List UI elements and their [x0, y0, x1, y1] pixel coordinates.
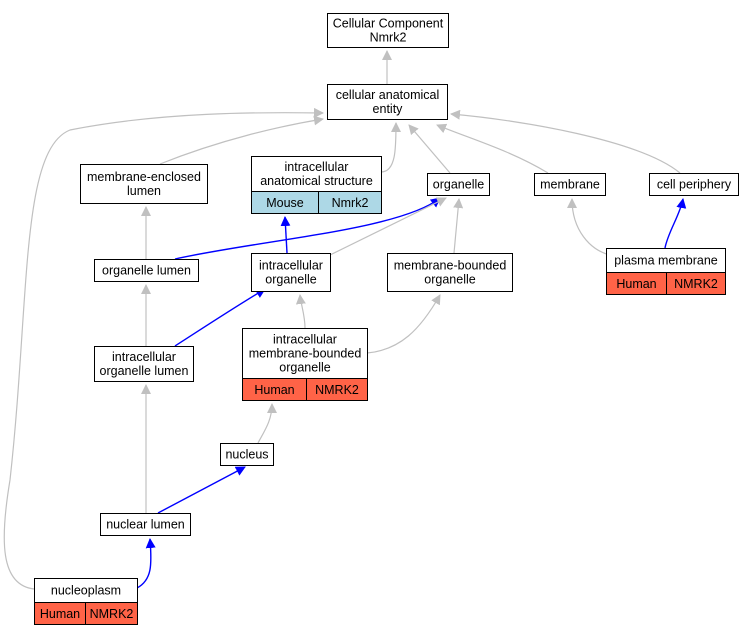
e-mem-cae: [436, 123, 549, 174]
node-label-line: Nmrk2: [370, 31, 407, 45]
node-label-line: anatomical structure: [260, 174, 373, 188]
gene-label: Nmrk2: [332, 196, 369, 210]
node-label-line: organelle lumen: [100, 364, 189, 378]
gene-cell: [85, 602, 138, 625]
node-box: [606, 248, 726, 273]
node-box: [94, 259, 199, 282]
e-nl-nuc: [157, 466, 246, 514]
node-box: [242, 328, 368, 379]
node-label-line: intracellular: [112, 350, 176, 364]
species-label: Human: [40, 607, 80, 621]
node-box: [387, 253, 513, 292]
e-iol-io: [174, 288, 266, 347]
node-imbo[interactable]: intracellularmembrane-boundedorganelleHu…: [242, 328, 368, 401]
node-box: [100, 513, 191, 536]
gene-cell: [666, 272, 726, 295]
e-pm-cp: [664, 198, 687, 249]
e-imbo-io: [295, 294, 306, 329]
node-box: [327, 13, 449, 48]
node-label-line: organelle: [279, 361, 330, 375]
node-label-line: cell periphery: [657, 178, 732, 192]
node-label-line: nucleus: [225, 448, 268, 462]
node-box: [220, 443, 274, 466]
e-cp-cae: [450, 109, 681, 174]
node-label-line: organelle: [424, 273, 475, 287]
e-nuc-imbo: [257, 403, 277, 444]
node-label-line: plasma membrane: [614, 254, 718, 268]
gene-cell: [318, 191, 382, 214]
e-np-cae: [3, 107, 324, 590]
e-org-cae: [408, 124, 451, 174]
e-io-org: [329, 197, 447, 256]
gene-label: NMRK2: [315, 383, 359, 397]
species-label: Human: [616, 277, 656, 291]
node-label-line: membrane-bounded: [394, 259, 507, 273]
e-olu-org: [174, 197, 441, 260]
node-label-line: lumen: [127, 184, 161, 198]
node-nuc[interactable]: nucleus: [220, 443, 274, 466]
node-label-line: organelle: [265, 273, 316, 287]
gene-label: NMRK2: [90, 607, 134, 621]
node-label-line: Cellular Component: [333, 17, 444, 31]
node-label-line: organelle lumen: [102, 264, 191, 278]
node-label-line: nuclear lumen: [106, 518, 185, 532]
e-io-ias: [280, 216, 291, 254]
e-ias-cae: [380, 122, 401, 173]
species-label: Mouse: [266, 196, 304, 210]
e-pm-mem: [567, 198, 611, 256]
node-mem[interactable]: membrane: [534, 173, 606, 196]
node-label-line: membrane-bounded: [249, 347, 362, 361]
node-label-line: membrane-enclosed: [87, 170, 201, 184]
e-imbo-mbo: [366, 294, 441, 354]
node-box: [80, 164, 208, 204]
node-label-line: nucleoplasm: [51, 584, 121, 598]
node-box: [251, 253, 331, 292]
node-org[interactable]: organelle: [427, 173, 490, 196]
node-box: [94, 346, 194, 382]
species-label: Human: [254, 383, 294, 397]
node-label-line: organelle: [433, 178, 484, 192]
node-label-line: cellular anatomical: [336, 88, 440, 102]
node-box: [649, 173, 739, 196]
node-box: [327, 84, 448, 120]
node-olu[interactable]: organelle lumen: [94, 259, 199, 282]
node-nl[interactable]: nuclear lumen: [100, 513, 191, 536]
gene-label: NMRK2: [674, 277, 718, 291]
node-label-line: intracellular: [259, 259, 323, 273]
edges: [3, 50, 687, 590]
node-box: [34, 578, 138, 603]
node-box: [427, 173, 490, 196]
node-cp[interactable]: cell periphery: [649, 173, 739, 196]
node-box: [534, 173, 606, 196]
e-mbo-org: [453, 198, 464, 254]
gene-cell: [306, 378, 368, 401]
e-np-nl: [136, 538, 156, 589]
e-mel-cae: [159, 115, 324, 165]
node-label-line: entity: [373, 102, 404, 116]
node-label-line: membrane: [540, 178, 600, 192]
node-box: [251, 156, 382, 192]
node-label-line: intracellular: [273, 333, 337, 347]
node-label-line: intracellular: [285, 160, 349, 174]
